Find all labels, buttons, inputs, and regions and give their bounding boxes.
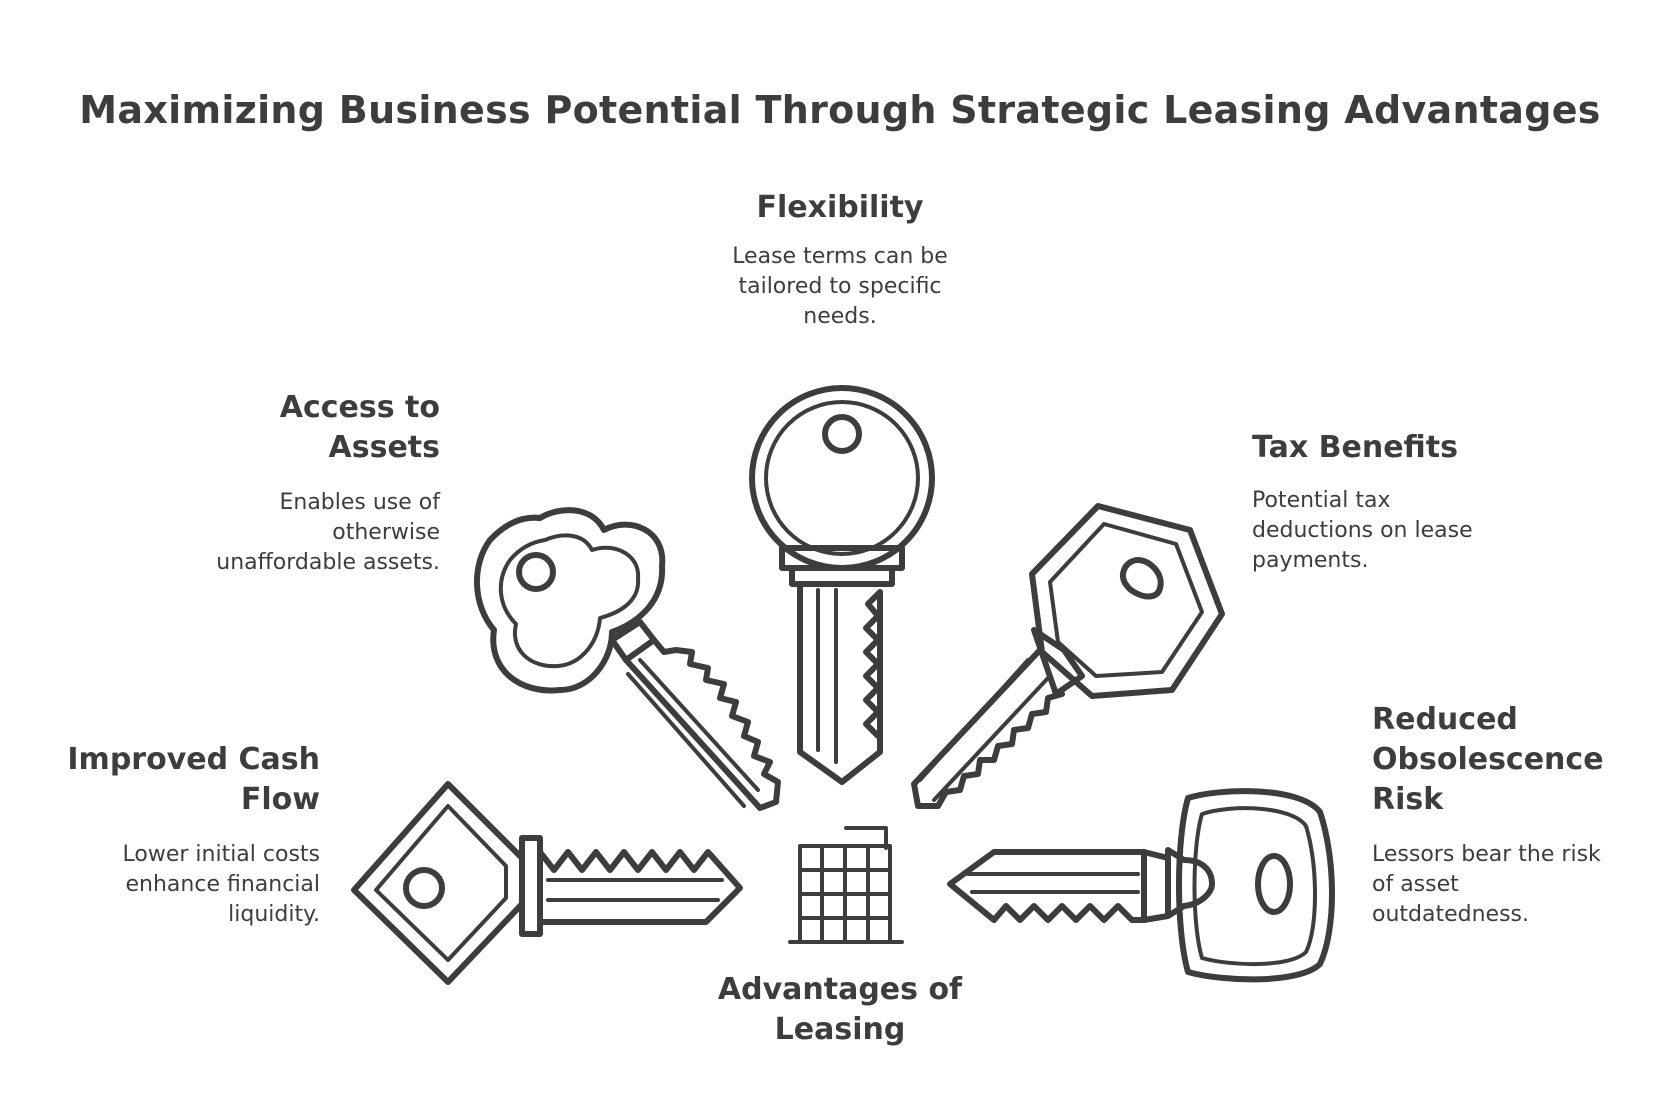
advantage-heading: Access to Assets [279, 390, 440, 465]
key-square-head-icon [947, 788, 1335, 983]
advantage-heading: Improved Cash Flow [67, 742, 320, 817]
advantage-description: Enables use of otherwise unaffordable as… [216, 490, 440, 575]
advantage-description: Potential tax deductions on lease paymen… [1252, 488, 1473, 573]
key-round-head-icon [749, 385, 935, 785]
advantage-description: Lower initial costs enhance financial li… [122, 842, 321, 927]
advantage-access-to-assets: Access to Assets Enables use of otherwis… [140, 388, 440, 578]
center-label: Advantages of Leasing [717, 972, 963, 1047]
office-building-icon [788, 826, 904, 944]
advantage-description: Lessors bear the risk of asset outdatedn… [1372, 842, 1601, 927]
advantage-improved-cash-flow: Improved Cash Flow Lower initial costs e… [20, 740, 320, 930]
key-diamond-head-icon [351, 781, 743, 985]
advantage-flexibility: Flexibility Lease terms can be tailored … [640, 188, 1040, 332]
advantage-description: Lease terms can be tailored to specific … [732, 244, 948, 329]
key-hexagon-head-icon [911, 503, 1225, 809]
center-label-block: Advantages of Leasing [680, 970, 1000, 1050]
diagram-title: Maximizing Business Potential Through St… [79, 88, 1601, 132]
advantage-heading: Flexibility [756, 190, 924, 225]
key-clover-head-icon [473, 507, 781, 811]
advantage-tax-benefits: Tax Benefits Potential tax deductions on… [1252, 428, 1572, 576]
advantage-reduced-obsolescence-risk: Reduced Obsolescence Risk Lessors bear t… [1372, 700, 1672, 930]
advantage-heading: Reduced Obsolescence Risk [1372, 702, 1604, 817]
advantage-heading: Tax Benefits [1252, 430, 1458, 465]
